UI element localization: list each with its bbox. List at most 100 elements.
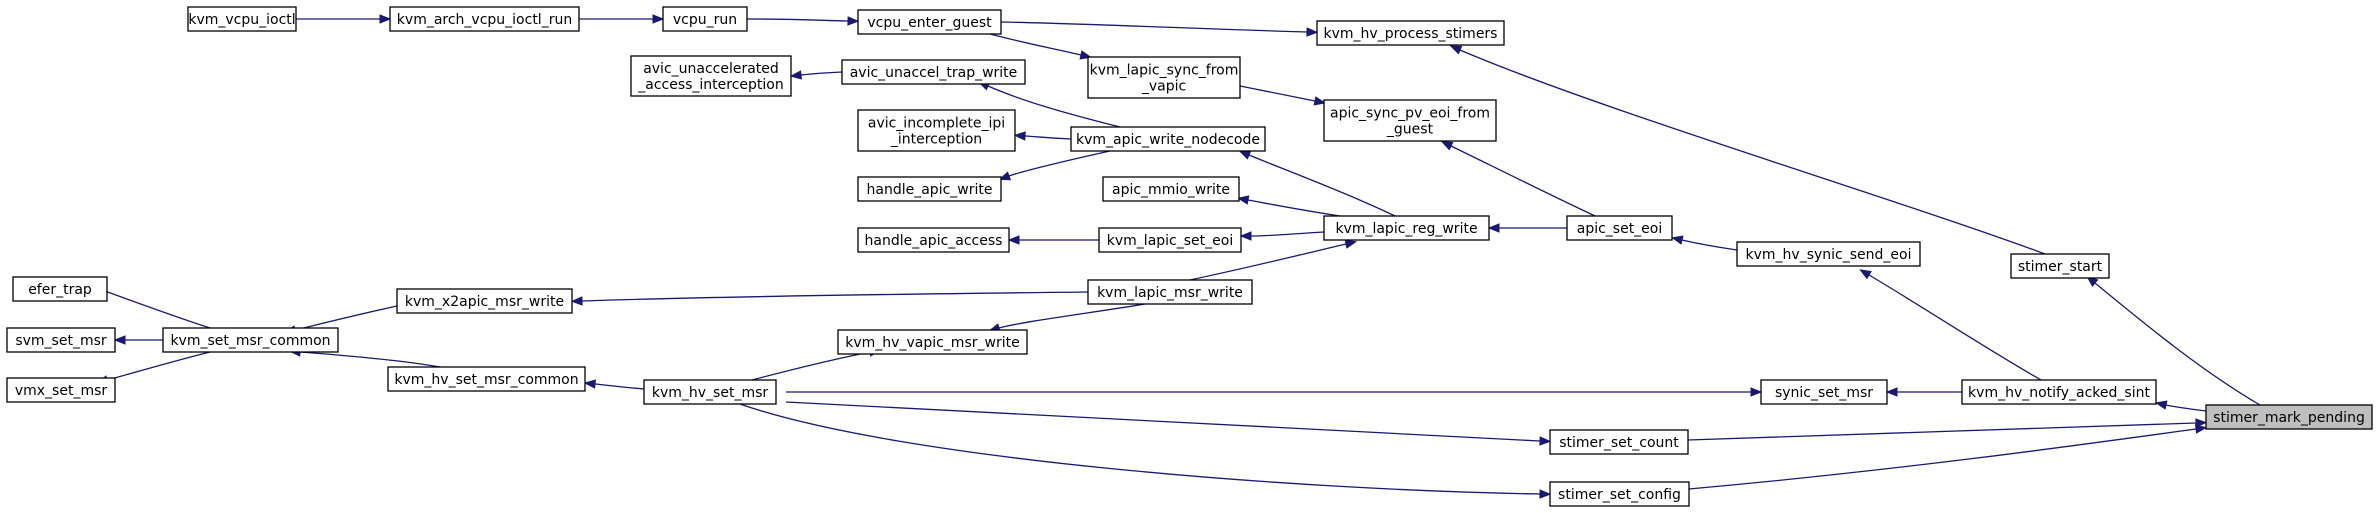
node-label: avic_unaccelerated bbox=[643, 61, 779, 77]
arrowhead bbox=[2195, 418, 2208, 428]
node-box bbox=[1566, 215, 1673, 241]
node-kvm-arch-vcpu-ioctl-run[interactable]: kvm_arch_vcpu_ioctl_run bbox=[389, 6, 580, 32]
node-kvm-hv-notify-acked-sint[interactable]: kvm_hv_notify_acked_sint bbox=[1961, 379, 2157, 405]
node-kvm-hv-set-msr-common[interactable]: kvm_hv_set_msr_common bbox=[387, 366, 586, 392]
edge-line bbox=[785, 401, 1541, 442]
node-kvm-hv-set-msr[interactable]: kvm_hv_set_msr bbox=[643, 379, 777, 405]
node-synic-set-msr[interactable]: synic_set_msr bbox=[1760, 379, 1888, 405]
node-avic-incomplete-ipi-interception[interactable]: avic_incomplete_ipi_interception bbox=[857, 109, 1016, 152]
node-vcpu-enter-guest[interactable]: vcpu_enter_guest bbox=[857, 9, 1002, 35]
arrowhead bbox=[1239, 231, 1252, 241]
node-kvm-lapic-sync-from-vapic[interactable]: kvm_lapic_sync_from_vapic bbox=[1087, 56, 1241, 99]
node-efer-trap[interactable]: efer_trap bbox=[12, 276, 108, 302]
node-vmx-set-msr[interactable]: vmx_set_msr bbox=[6, 377, 116, 403]
edge-line bbox=[800, 71, 843, 76]
node-box bbox=[857, 227, 1010, 253]
arrowhead bbox=[1440, 141, 1454, 151]
node-stimer-set-config[interactable]: stimer_set_config bbox=[1549, 481, 1690, 507]
edge-line bbox=[739, 403, 1541, 495]
node-handle-apic-access[interactable]: handle_apic_access bbox=[857, 227, 1010, 253]
node-kvm-vcpu-ioctl[interactable]: kvm_vcpu_ioctl bbox=[187, 6, 297, 32]
edge-line bbox=[1459, 49, 2046, 255]
node-label: kvm_apic_write_nodecode bbox=[1076, 132, 1260, 148]
node-handle-apic-write[interactable]: handle_apic_write bbox=[857, 176, 1002, 202]
edge-stimer_mark_pending-to-stimer_set_count bbox=[1687, 418, 2208, 441]
edge-kvm_lapic_msr_write-to-kvm_x2apic_msr_write bbox=[570, 291, 1089, 306]
arrowhead bbox=[1236, 195, 1250, 205]
node-label: kvm_lapic_reg_write bbox=[1335, 221, 1477, 237]
arrowhead bbox=[1238, 150, 1252, 160]
node-label: stimer_set_config bbox=[1558, 487, 1681, 503]
node-box bbox=[841, 59, 1026, 85]
edge-line bbox=[1687, 422, 2197, 441]
node-label: efer_trap bbox=[28, 282, 92, 298]
node-stimer-start[interactable]: stimer_start bbox=[2010, 253, 2110, 279]
node-label: kvm_set_msr_common bbox=[170, 333, 330, 349]
node-label: handle_apic_access bbox=[865, 233, 1003, 249]
node-box bbox=[662, 6, 748, 32]
node-box bbox=[857, 176, 1002, 202]
nodes-layer: kvm_vcpu_ioctl kvm_arch_vcpu_ioctl_run vcp… bbox=[6, 6, 2373, 507]
node-label: kvm_hv_set_msr_common bbox=[394, 372, 578, 388]
edge-line bbox=[2094, 282, 2261, 406]
node-kvm-x2apic-msr-write[interactable]: kvm_x2apic_msr_write bbox=[396, 288, 573, 314]
node-label: _interception bbox=[890, 132, 982, 148]
edge-line bbox=[106, 351, 211, 381]
arrowhead bbox=[1539, 489, 1552, 499]
edge-kvm_apic_write_nodecode-to-avic_incomplete_ipi_interception bbox=[1013, 131, 1072, 141]
node-box bbox=[2205, 404, 2373, 430]
arrowhead bbox=[2154, 400, 2168, 410]
edge-line bbox=[746, 18, 849, 22]
node-label: kvm_hv_synic_send_eoi bbox=[1746, 247, 1912, 263]
node-box bbox=[6, 327, 116, 353]
node-avic-unaccel-trap-write[interactable]: avic_unaccel_trap_write bbox=[841, 59, 1026, 85]
node-label: vcpu_enter_guest bbox=[867, 15, 992, 31]
node-label: kvm_lapic_set_eoi bbox=[1107, 233, 1233, 249]
node-kvm-lapic-msr-write[interactable]: kvm_lapic_msr_write bbox=[1087, 279, 1253, 305]
node-kvm-lapic-set-eoi[interactable]: kvm_lapic_set_eoi bbox=[1098, 227, 1242, 253]
node-svm-set-msr[interactable]: svm_set_msr bbox=[6, 327, 116, 353]
edge-line bbox=[1239, 85, 1316, 102]
edge-kvm_set_msr_common-to-efer_trap bbox=[91, 285, 211, 329]
node-label: svm_set_msr bbox=[15, 333, 107, 349]
edge-line bbox=[998, 303, 1146, 329]
edge-kvm_lapic_reg_write-to-kvm_apic_write_nodecode bbox=[1238, 150, 1396, 217]
node-kvm-hv-synic-send-eoi[interactable]: kvm_hv_synic_send_eoi bbox=[1736, 241, 1921, 267]
edge-line bbox=[101, 289, 211, 329]
node-box bbox=[396, 288, 573, 314]
arrowhead bbox=[1859, 269, 1872, 280]
arrowhead bbox=[570, 296, 583, 306]
node-box bbox=[1323, 215, 1490, 241]
node-kvm-lapic-reg-write[interactable]: kvm_lapic_reg_write bbox=[1323, 215, 1490, 241]
edge-stimer_set_config-to-kvm_hv_set_msr bbox=[739, 403, 1552, 499]
node-label: stimer_start bbox=[2018, 259, 2103, 275]
node-kvm-hv-vapic-msr-write[interactable]: kvm_hv_vapic_msr_write bbox=[837, 329, 1028, 355]
node-kvm-apic-write-nodecode[interactable]: kvm_apic_write_nodecode bbox=[1070, 126, 1266, 152]
arrowhead bbox=[1750, 387, 1763, 397]
edge-vcpu_run-to-vcpu_enter_guest bbox=[746, 16, 860, 26]
node-apic-set-eoi[interactable]: apic_set_eoi bbox=[1566, 215, 1673, 241]
node-box bbox=[12, 276, 108, 302]
node-label: vmx_set_msr bbox=[15, 383, 108, 399]
node-stimer-mark-pending[interactable]: stimer_mark_pending bbox=[2205, 404, 2373, 430]
arrowhead bbox=[1007, 235, 1020, 245]
node-vcpu-run[interactable]: vcpu_run bbox=[662, 6, 748, 32]
node-avic-unaccelerated-access-interception[interactable]: avic_unaccelerated_access_interception bbox=[630, 55, 792, 97]
edge-kvm_hv_notify_acked_sint-to-kvm_hv_synic_send_eoi bbox=[1859, 269, 2042, 381]
edge-line bbox=[1000, 21, 1308, 33]
node-kvm-set-msr-common[interactable]: kvm_set_msr_common bbox=[162, 327, 339, 353]
node-apic-mmio-write[interactable]: apic_mmio_write bbox=[1102, 176, 1240, 202]
arrowhead bbox=[1313, 96, 1327, 106]
node-stimer-set-count[interactable]: stimer_set_count bbox=[1549, 429, 1689, 455]
arrowhead bbox=[1306, 27, 1319, 37]
edge-line bbox=[294, 305, 398, 331]
node-kvm-hv-process-stimers[interactable]: kvm_hv_process_stimers bbox=[1316, 20, 1505, 46]
node-label: avic_incomplete_ipi bbox=[868, 116, 1005, 132]
node-label: apic_mmio_write bbox=[1112, 182, 1230, 198]
edge-vcpu_enter_guest-to-kvm_hv_process_stimers bbox=[1000, 21, 1319, 37]
node-apic-sync-pv-eoi-from-guest[interactable]: apic_sync_pv_eoi_from_guest bbox=[1323, 99, 1497, 142]
edge-kvm_hv_set_msr-to-kvm_hv_set_msr_common bbox=[583, 379, 645, 390]
edge-line bbox=[1250, 231, 1325, 237]
edge-kvm_vcpu_ioctl-to-kvm_arch_vcpu_ioctl_run bbox=[296, 14, 392, 24]
